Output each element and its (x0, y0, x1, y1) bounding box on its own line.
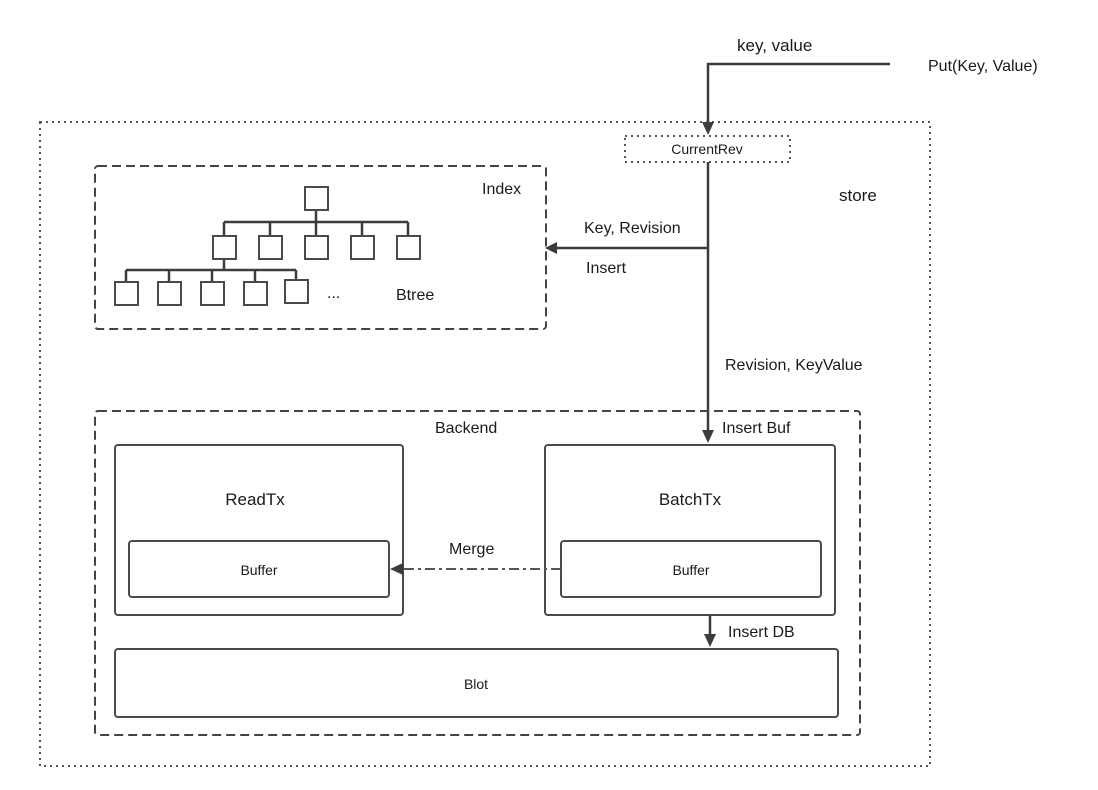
btree-diagram (114, 186, 421, 306)
put-input-line (706, 62, 890, 124)
merge-label: Merge (449, 541, 494, 558)
blot-label: Blot (464, 676, 488, 692)
btree-label: Btree (396, 287, 434, 304)
btree-node (350, 235, 375, 260)
btree-leaf-node (200, 281, 225, 306)
insert-db-arrowhead (704, 634, 716, 647)
btree-node (396, 235, 421, 260)
insert-db-label: Insert DB (728, 624, 795, 641)
btree-node (304, 235, 329, 260)
merge-arrowhead (390, 563, 403, 575)
store-boundary (39, 121, 931, 767)
btree-node (212, 235, 237, 260)
key-value-label: key, value (737, 36, 812, 55)
btree-leaf-node (157, 281, 182, 306)
put-label: Put(Key, Value) (928, 58, 1038, 75)
batch-tx-buffer-label: Buffer (672, 562, 709, 578)
current-rev-label: CurrentRev (671, 141, 743, 157)
btree-leaf-node (243, 281, 268, 306)
store-label: store (839, 186, 877, 205)
btree-root-node (304, 186, 329, 211)
revision-keyvalue-label: Revision, KeyValue (725, 357, 863, 374)
backend-label: Backend (435, 420, 497, 437)
index-container (94, 165, 547, 330)
key-revision-label: Key, Revision (584, 220, 681, 237)
read-tx-label: ReadTx (225, 490, 285, 509)
read-tx-buffer-label: Buffer (240, 562, 277, 578)
blot-box (114, 648, 839, 718)
insert-label: Insert (586, 260, 627, 277)
index-arrowhead (545, 242, 557, 254)
btree-ellipsis: ... (327, 285, 340, 302)
backend-container (94, 410, 861, 736)
insert-buf-label: Insert Buf (722, 420, 791, 437)
btree-node (258, 235, 283, 260)
btree-leaf-node (284, 279, 309, 304)
put-arrowhead (702, 122, 714, 135)
insert-buf-arrowhead (702, 430, 714, 443)
btree-leaf-node (114, 281, 139, 306)
read-tx-buffer-box (128, 540, 390, 598)
batch-tx-label: BatchTx (659, 490, 722, 509)
index-label: Index (482, 181, 521, 198)
